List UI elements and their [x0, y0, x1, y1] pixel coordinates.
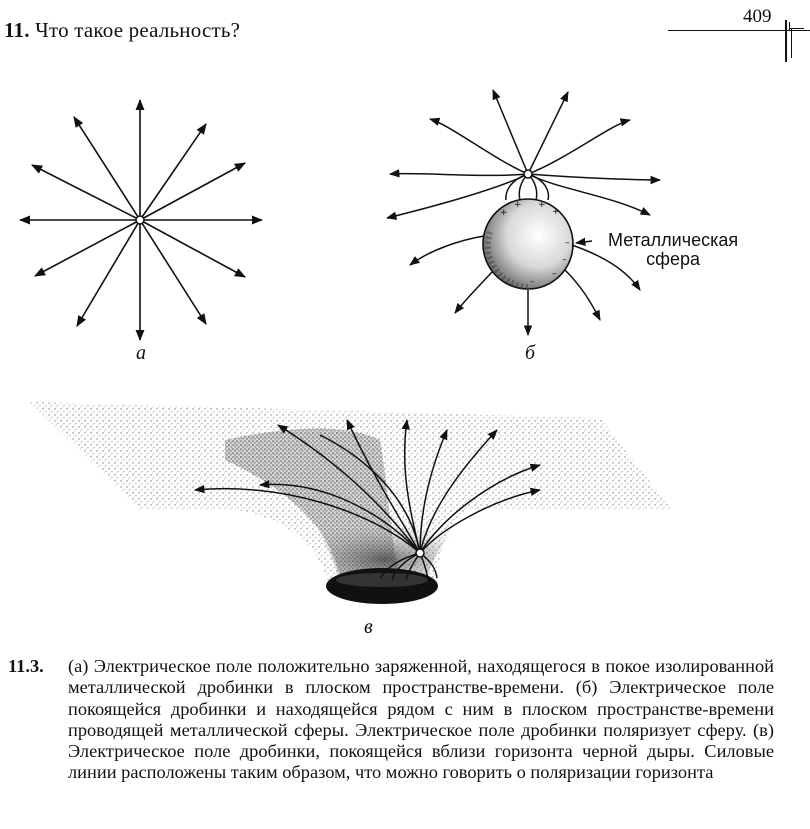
panel-c-embedding-surface — [30, 402, 672, 604]
header-rule — [668, 30, 810, 31]
svg-text:+: + — [552, 207, 560, 217]
field-lines-figure: ++++ –––– — [18, 89, 672, 604]
margin-rule — [785, 20, 787, 62]
chapter-heading: 11. Что такое реальность? — [4, 18, 240, 43]
panel-b-sphere — [482, 198, 574, 291]
sphere-label: Металлическая сфера — [608, 231, 738, 269]
charge-a — [135, 215, 145, 225]
svg-text:–: – — [530, 277, 535, 287]
margin-rule-inner — [791, 28, 792, 58]
svg-text:–: – — [552, 269, 557, 279]
caption-number: 11.3. — [8, 656, 44, 676]
svg-text:+: + — [514, 200, 522, 210]
caption-text: (а) Электрическое поле положительно заря… — [68, 656, 774, 783]
margin-rule-cap — [790, 28, 804, 29]
panel-a-label: а — [136, 342, 146, 364]
chapter-number: 11. — [4, 18, 30, 42]
sphere-label-line2: сфера — [646, 249, 700, 269]
panel-c-field-lines — [193, 418, 542, 581]
svg-text:+: + — [500, 208, 508, 218]
sphere-induced-charges: ++++ –––– — [500, 200, 570, 287]
svg-text:–: – — [565, 238, 570, 248]
charge-c — [415, 548, 425, 558]
header-rule-tick — [789, 22, 790, 30]
panel-b-field-lines — [385, 89, 662, 337]
panel-b-label: б — [525, 342, 536, 364]
page-number: 409 — [743, 6, 772, 27]
svg-text:+: + — [538, 200, 546, 210]
figure-caption: 11.3. (а) Электрическое поле положительн… — [8, 656, 774, 784]
sphere-label-line1: Металлическая — [608, 230, 739, 250]
panel-c-label: в — [364, 616, 373, 638]
charge-b — [523, 169, 533, 179]
svg-text:–: – — [562, 255, 567, 265]
panel-a-radial-field — [18, 98, 264, 342]
chapter-title: Что такое реальность? — [35, 18, 241, 42]
